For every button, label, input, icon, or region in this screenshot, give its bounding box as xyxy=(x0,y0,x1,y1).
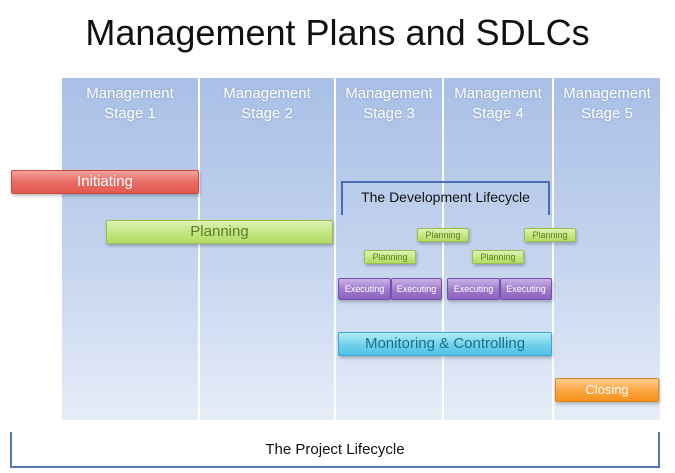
stage-column-5: Management Stage 5 xyxy=(554,78,660,420)
planning-bar: Planning xyxy=(106,220,333,244)
stage-column-4: Management Stage 4 xyxy=(444,78,554,420)
project-lifecycle-bracket: The Project Lifecycle xyxy=(10,432,660,468)
dev-executing-bar: Executing xyxy=(500,278,552,300)
planning-label: Planning xyxy=(190,223,249,240)
dev-executing-bar: Executing xyxy=(338,278,391,300)
dev-executing-bar: Executing xyxy=(391,278,442,300)
dev-executing-label: Executing xyxy=(396,284,437,294)
diagram-title: Management Plans and SDLCs xyxy=(85,12,590,53)
stage-label: Management Stage 5 xyxy=(563,85,651,122)
closing-bar: Closing xyxy=(555,378,659,402)
dev-executing-label: Executing xyxy=(453,284,494,294)
development-lifecycle-bracket: The Development Lifecycle xyxy=(341,181,550,215)
dev-planning-bar: Planning xyxy=(364,250,416,264)
dev-planning-label: Planning xyxy=(372,252,408,262)
dev-executing-label: Executing xyxy=(506,284,546,294)
dev-planning-label: Planning xyxy=(532,230,568,240)
stage-label: Management Stage 2 xyxy=(223,85,311,122)
stage-column-2: Management Stage 2 xyxy=(200,78,336,420)
dev-planning-label: Planning xyxy=(425,230,461,240)
stage-label: Management Stage 3 xyxy=(345,85,433,122)
stage-column-1: Management Stage 1 xyxy=(62,78,200,420)
dev-executing-bar: Executing xyxy=(447,278,500,300)
stage-column-3: Management Stage 3 xyxy=(336,78,444,420)
dev-planning-bar: Planning xyxy=(417,228,469,242)
initiating-bar: Initiating xyxy=(11,170,199,194)
dev-executing-label: Executing xyxy=(344,284,385,294)
dev-planning-bar: Planning xyxy=(472,250,524,264)
initiating-label: Initiating xyxy=(77,173,133,190)
closing-label: Closing xyxy=(585,382,629,397)
monitoring-controlling-bar: Monitoring & Controlling xyxy=(338,332,552,356)
monitoring-controlling-label: Monitoring & Controlling xyxy=(364,335,526,352)
dev-planning-label: Planning xyxy=(480,252,516,262)
dev-planning-bar: Planning xyxy=(524,228,576,242)
development-lifecycle-label: The Development Lifecycle xyxy=(361,189,530,205)
stage-label: Management Stage 4 xyxy=(454,85,542,122)
project-lifecycle-label: The Project Lifecycle xyxy=(265,441,405,458)
stage-label: Management Stage 1 xyxy=(86,85,174,122)
